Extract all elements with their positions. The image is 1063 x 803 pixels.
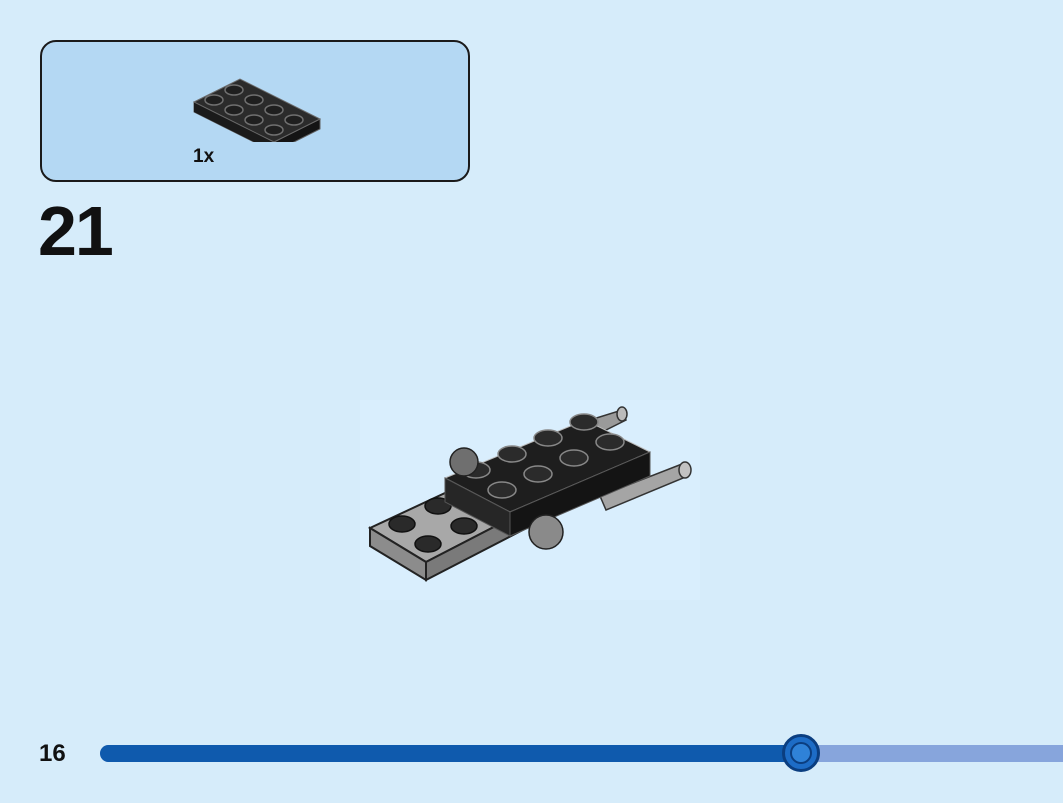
part-quantity-label: 1x [193,146,215,167]
parts-callout: 1x [40,40,470,182]
black-plate-2x4-icon [192,78,322,142]
page-number: 16 [39,740,66,767]
progress-knob-icon [782,734,820,772]
assembly-step-icon [360,400,700,600]
step-number: 21 [38,192,114,270]
progress-fill [100,745,801,762]
